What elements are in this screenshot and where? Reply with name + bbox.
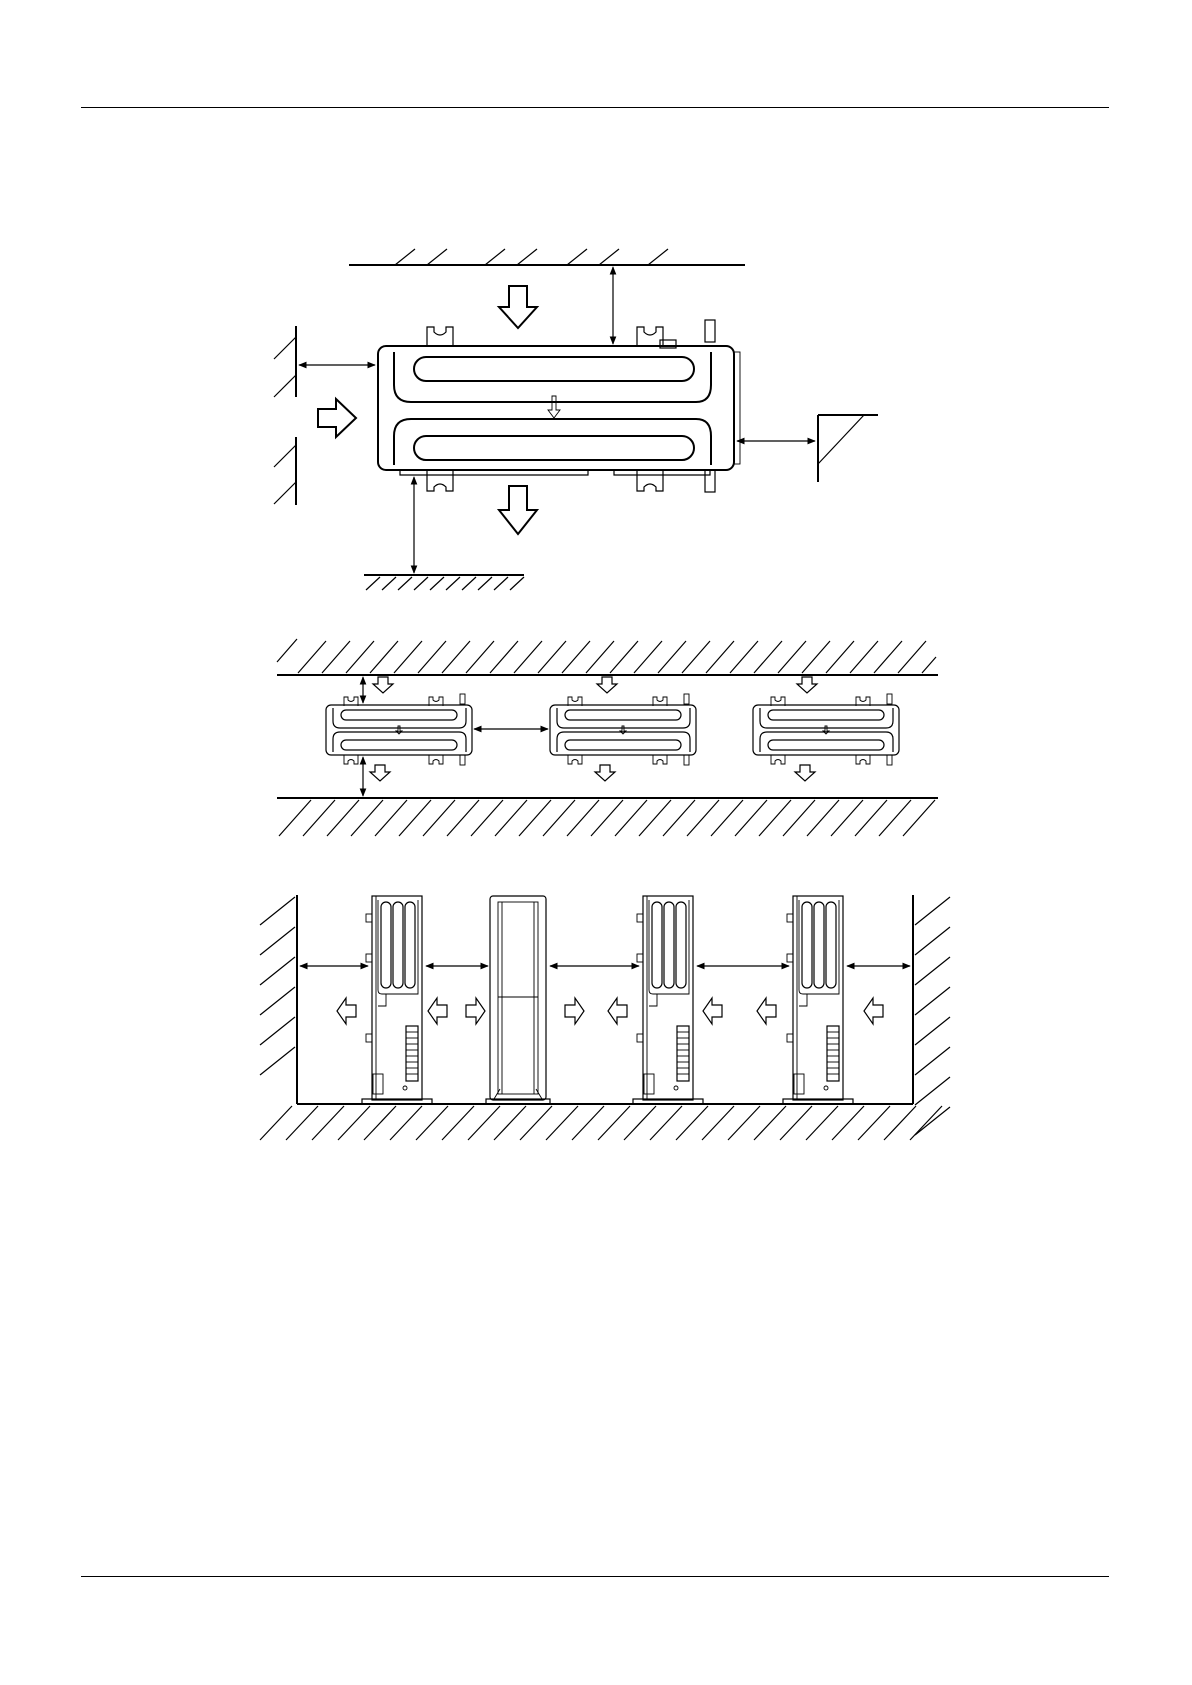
outdoor-unit-side-view [783,896,853,1104]
left-wall [260,895,297,1104]
outdoor-unit-front-view [486,896,550,1104]
airflow-arrow-icon [318,399,356,437]
floor-wall [260,1104,942,1140]
airflow-arrow-icon [499,286,537,328]
outdoor-unit-side-view [362,896,432,1104]
outdoor-unit-top-view [326,694,472,765]
right-wall [913,895,950,1135]
airflow-arrow-icon [370,677,817,781]
outdoor-unit-top-view [378,320,740,492]
ceiling-wall [277,639,938,675]
outdoor-unit-side-view [633,896,703,1104]
airflow-arrow-icon [337,998,883,1024]
floor-wall [364,575,524,590]
outdoor-unit-top-view [550,694,696,765]
row-of-units-clearance-figure [277,639,938,836]
ceiling-wall [349,249,745,265]
outdoor-unit-top-view [753,694,899,765]
right-corner-wall [818,415,878,482]
airflow-arrow-icon [499,486,537,534]
clearance-dimension-lines [363,677,548,796]
left-wall [274,326,296,505]
floor-wall [277,798,938,836]
single-unit-clearance-figure [274,249,878,590]
side-by-side-units-clearance-figure [260,895,950,1140]
